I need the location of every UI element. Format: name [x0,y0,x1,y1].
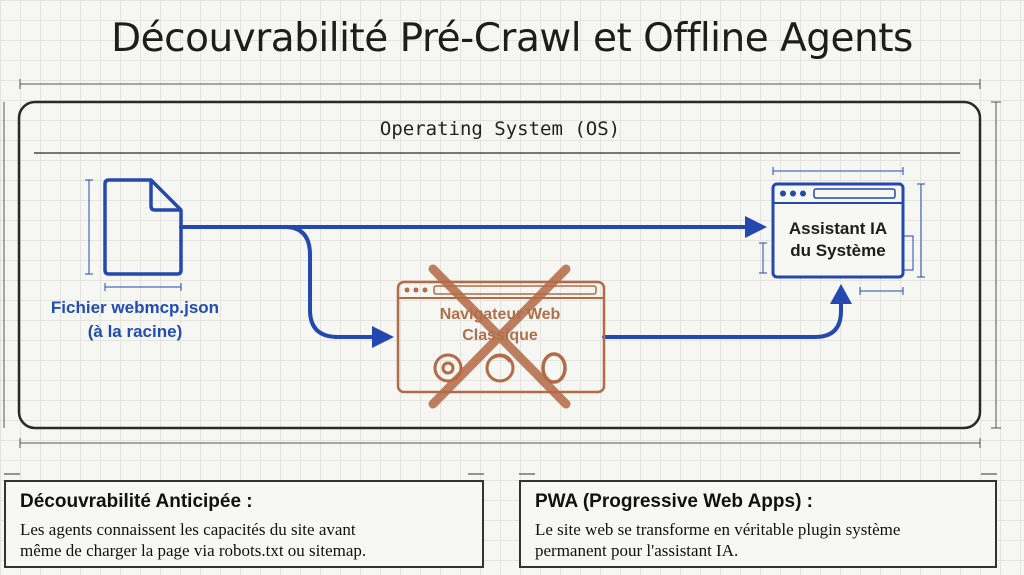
info-box-line1: Le site web se transforme en véritable p… [535,520,901,539]
opera-icon [541,352,567,384]
flow-arrows [179,225,843,339]
firefox-icon [485,353,515,383]
arrowhead-assistant [745,216,767,238]
info-box-line2: permanent pour l'assistant IA. [535,541,739,560]
info-box-title: PWA (Progressive Web Apps) : [535,491,814,512]
info-box-pwa: PWA (Progressive Web Apps) : Le site web… [519,480,997,568]
os-label: Operating System (OS) [379,118,621,140]
assistant-label-line2: du Système [790,241,886,260]
page-title: Découvrabilité Pré-Crawl et Offline Agen… [111,16,913,61]
info-box-line2: même de charger la page via robots.txt o… [20,541,367,560]
info-box-text: Les agents connaissent les capacités du … [20,519,468,561]
assistant-node [759,167,925,295]
dimension-lines [3,79,1001,448]
arrowhead-browser [372,326,394,348]
browser-label-line2: Classique [462,327,538,344]
file-label: Fichier webmcp.json (à la racine) [40,296,230,344]
assistant-label: Assistant IA du Système [776,218,900,262]
arrowhead-assistant-up [830,284,852,304]
file-label-line2: (à la racine) [87,322,183,341]
assistant-label-line1: Assistant IA [788,219,888,238]
browser-node [396,264,606,409]
cross-mark [428,264,571,409]
info-box-line1: Les agents connaissent les capacités du … [20,520,356,539]
info-box-text: Le site web se transforme en véritable p… [535,519,981,561]
document-icon [103,178,183,276]
arrow-file-to-browser [283,225,374,339]
file-node [85,178,183,291]
chrome-icon [433,353,463,383]
arrow-browser-to-assistant [602,300,843,339]
browser-label: Navigateur Web Classique [402,304,598,346]
file-label-line1: Fichier webmcp.json [50,298,220,317]
info-box-title: Découvrabilité Anticipée : [20,491,253,512]
info-box-discoverability: Découvrabilité Anticipée : Les agents co… [4,480,484,568]
browser-label-line1: Navigateur Web [439,306,561,323]
os-container [17,100,982,430]
